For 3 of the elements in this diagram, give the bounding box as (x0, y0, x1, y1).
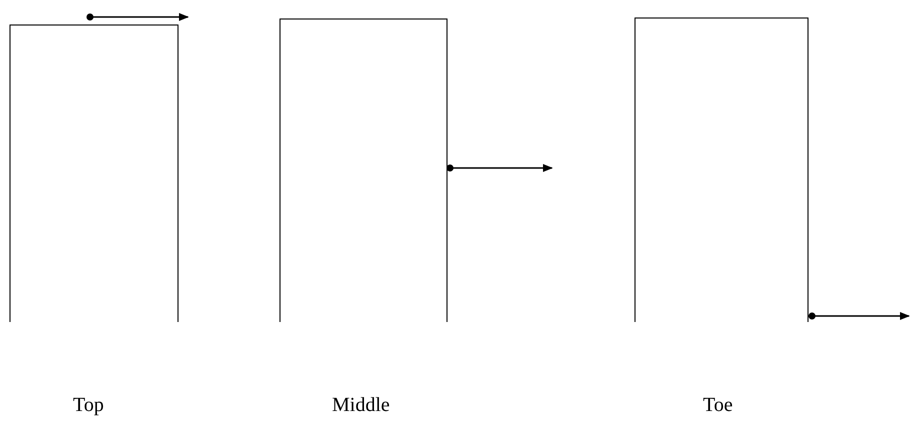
position-label: Toe (703, 394, 733, 417)
position-label: Middle (332, 394, 390, 417)
position-label: Top (73, 394, 104, 417)
